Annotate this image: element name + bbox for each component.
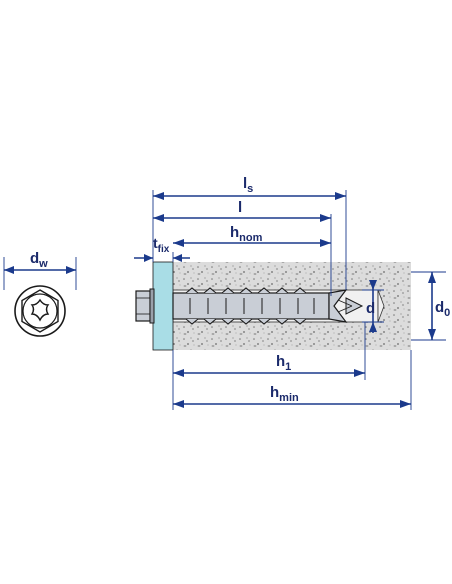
screw-head-side-icon [135,288,155,324]
svg-text:hmin: hmin [270,384,299,404]
dimension-tfix: tfix [134,235,190,262]
dimension-d0: d0 [428,272,450,340]
dimension-dw: dw [3,250,77,290]
svg-text:d0: d0 [435,299,450,319]
svg-text:ls: ls [243,175,253,195]
dimension-hmin: hmin [173,384,411,408]
dimension-d: d [366,280,377,333]
fixture-plate [152,261,174,351]
dimension-l: l [153,199,331,222]
dimension-hnom: hnom [173,224,331,247]
svg-text:l: l [238,199,242,216]
dimension-h1: h1 [173,353,365,377]
svg-text:hnom: hnom [230,224,263,244]
svg-text:dw: dw [30,250,48,270]
concrete-anchor-icon [172,287,364,325]
screw-head-view [14,285,66,337]
extension-lines [152,190,446,410]
svg-text:d: d [366,300,375,317]
torx-drive-icon [30,298,50,322]
svg-text:tfix: tfix [153,235,170,255]
svg-text:h1: h1 [276,353,291,373]
dimension-ls: ls [153,175,346,200]
